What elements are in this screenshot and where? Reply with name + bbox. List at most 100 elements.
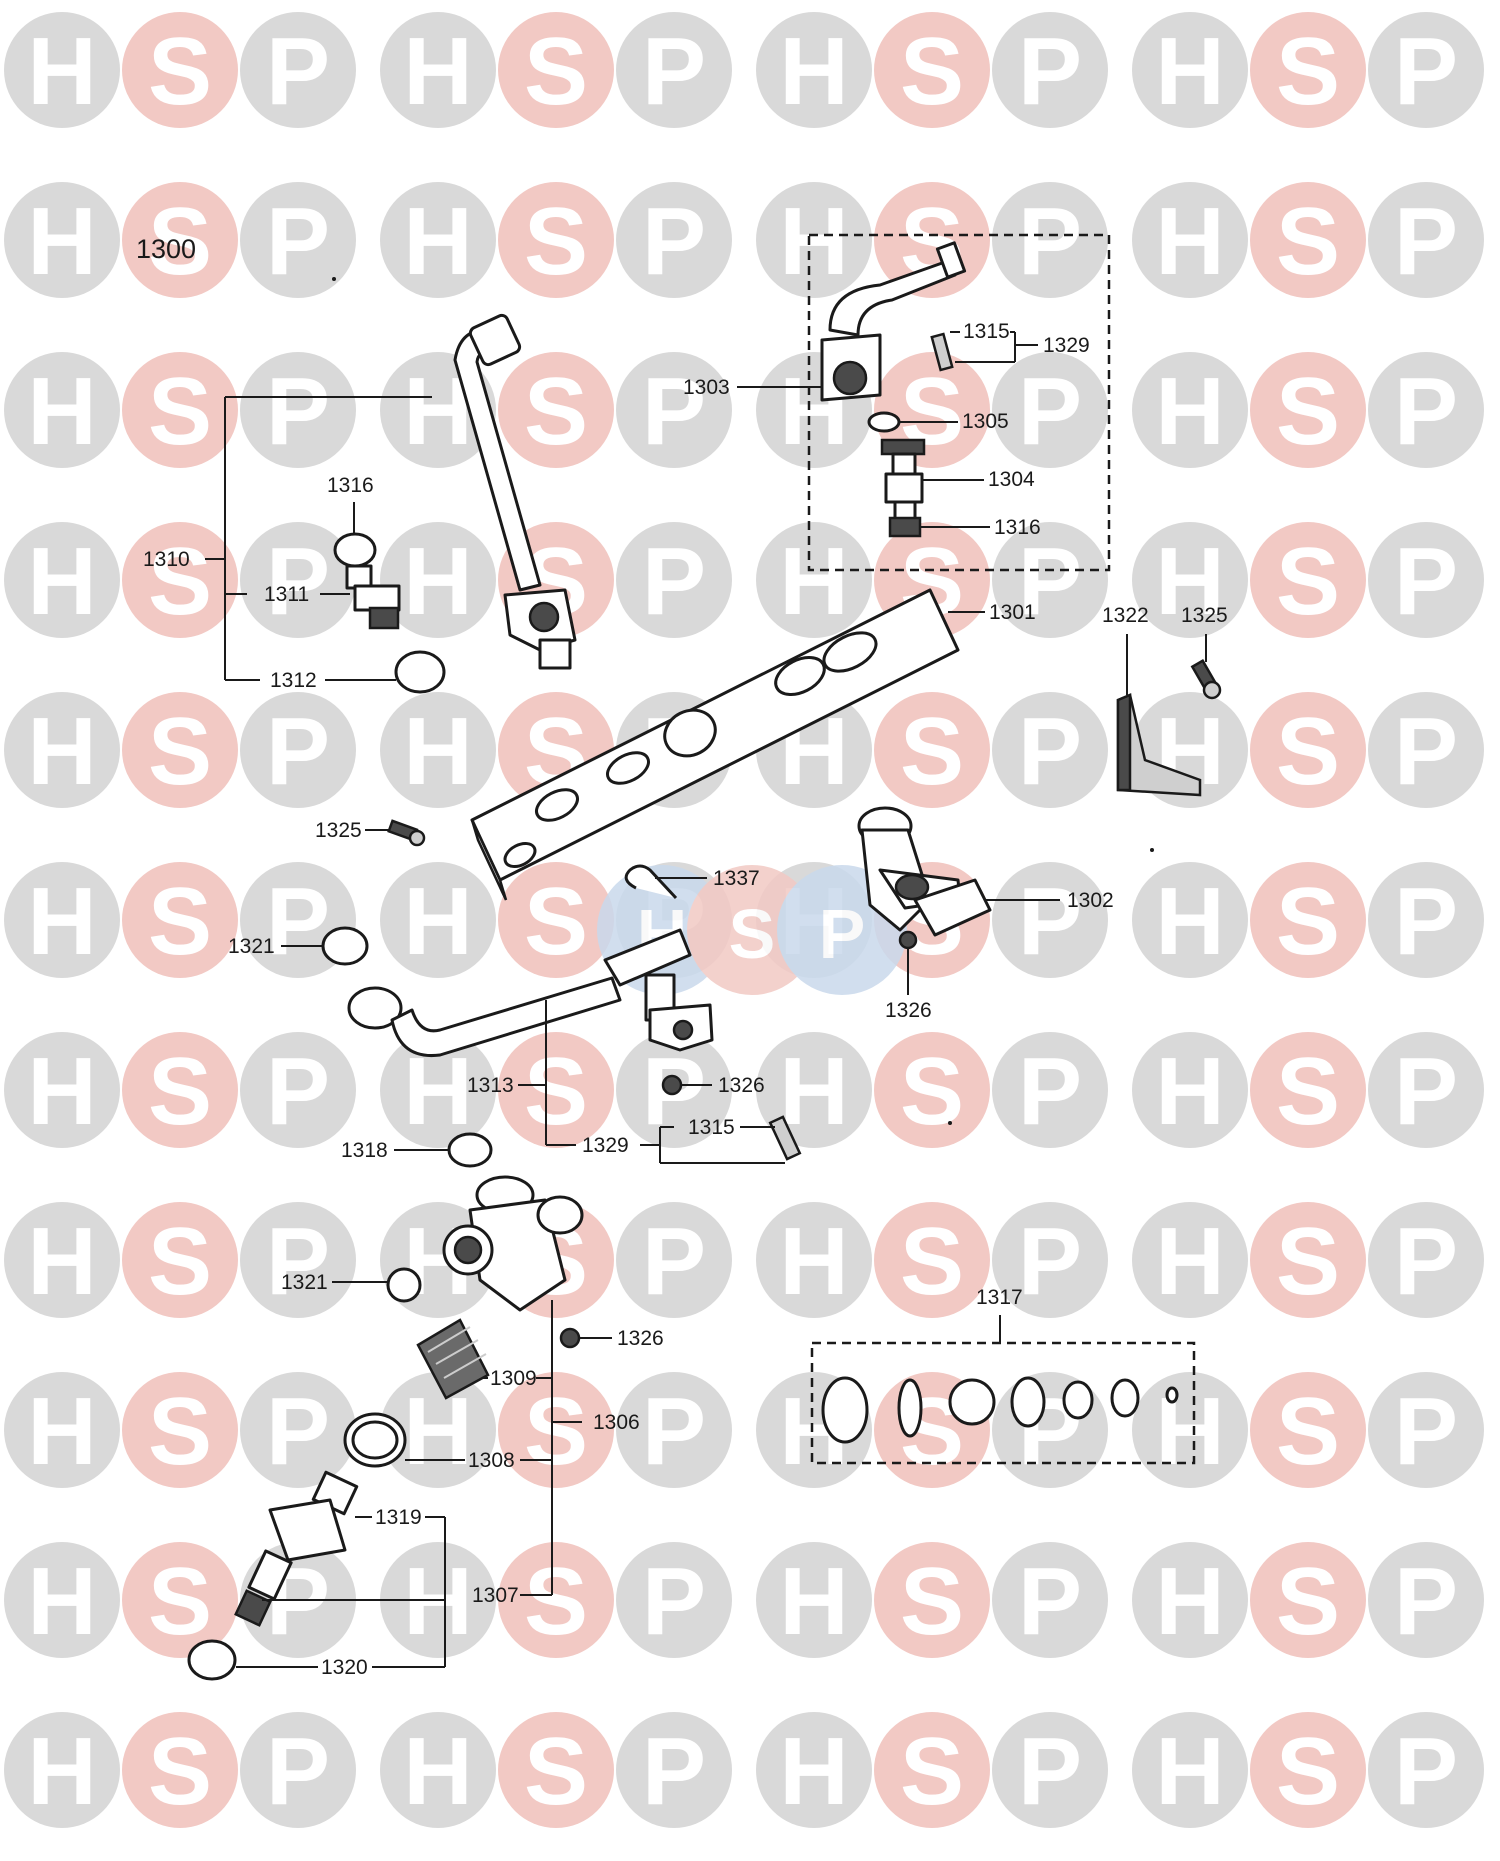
valve-insert-1304[interactable]: [880, 438, 926, 538]
watermark-letter: H: [403, 868, 472, 975]
callout-1318[interactable]: 1318: [341, 1139, 388, 1162]
callout-1304[interactable]: 1304: [988, 468, 1035, 491]
watermark-letter: H: [779, 1718, 848, 1825]
callout-1305[interactable]: 1305: [962, 410, 1009, 433]
watermark-circle: [4, 1712, 120, 1828]
pipe-1313[interactable]: [347, 928, 714, 1058]
callout-1321-bottom[interactable]: 1321: [281, 1271, 328, 1294]
callout-1321-top[interactable]: 1321: [228, 935, 275, 958]
watermark-circle: [4, 1202, 120, 1318]
callout-1306[interactable]: 1306: [593, 1411, 640, 1434]
callout-1329-mid[interactable]: 1329: [582, 1134, 629, 1157]
callout-1301[interactable]: 1301: [989, 601, 1036, 624]
screw-1326-b[interactable]: [661, 1074, 683, 1096]
watermark-letter: H: [1155, 868, 1224, 975]
callout-1326-a[interactable]: 1326: [885, 999, 932, 1022]
o-ring-1312[interactable]: [394, 650, 446, 694]
watermark-circle: [380, 692, 496, 808]
watermark-letter: H: [27, 188, 96, 295]
watermark-letter: S: [148, 698, 212, 805]
watermark-circle: [1132, 352, 1248, 468]
watermark-circle: [992, 1542, 1108, 1658]
callout-1315-mid[interactable]: 1315: [688, 1116, 735, 1139]
callout-1316-left[interactable]: 1316: [327, 474, 374, 497]
callout-1303[interactable]: 1303: [683, 376, 730, 399]
watermark-circle: [498, 352, 614, 468]
seal-1318[interactable]: [447, 1132, 493, 1168]
watermark-letter: H: [779, 188, 848, 295]
watermark-letter: H: [1155, 1208, 1224, 1315]
watermark-letter: S: [1276, 528, 1340, 635]
callout-1311[interactable]: 1311: [264, 583, 309, 606]
watermark-letter: P: [642, 1718, 706, 1825]
watermark-circle: [874, 12, 990, 128]
callout-1337[interactable]: 1337: [713, 867, 760, 890]
watermark-letter: S: [900, 18, 964, 125]
watermark-circle: [616, 1712, 732, 1828]
watermark-circle: [992, 862, 1108, 978]
watermark-letter: P: [266, 1208, 330, 1315]
watermark-circle: [1250, 522, 1366, 638]
watermark-letter: S: [1276, 358, 1340, 465]
fitting-1316-left[interactable]: [333, 532, 401, 630]
callout-1309[interactable]: 1309: [490, 1367, 537, 1390]
valve-cartridge-1319[interactable]: [234, 1470, 359, 1627]
o-ring-1321-top[interactable]: [321, 926, 369, 966]
o-ring-1320[interactable]: [187, 1639, 237, 1681]
callout-1302[interactable]: 1302: [1067, 889, 1114, 912]
callout-1312[interactable]: 1312: [270, 669, 317, 692]
watermark-letter: S: [524, 868, 588, 975]
callout-1326-c[interactable]: 1326: [617, 1327, 664, 1350]
callout-1315-top[interactable]: 1315: [963, 320, 1010, 343]
leader-lines: [205, 331, 1207, 1668]
watermark-circle: [4, 182, 120, 298]
watermark-circle: [380, 1032, 496, 1148]
screw-1326-c[interactable]: [559, 1327, 581, 1349]
callout-1308[interactable]: 1308: [468, 1449, 515, 1472]
watermark-letter: H: [27, 868, 96, 975]
screw-1325-right[interactable]: [1190, 659, 1222, 700]
callout-1319[interactable]: 1319: [375, 1506, 422, 1529]
bleed-screw-1315-mid[interactable]: [768, 1115, 802, 1161]
callout-1325-right[interactable]: 1325: [1181, 604, 1228, 627]
watermark-circle: [498, 862, 614, 978]
watermark-letter: P: [642, 1548, 706, 1655]
callout-1329-top[interactable]: 1329: [1043, 334, 1090, 357]
valve-body-1302[interactable]: [857, 806, 992, 937]
watermark-letter: H: [27, 1208, 96, 1315]
bleed-screw-1315-top[interactable]: [930, 332, 954, 372]
callout-1307[interactable]: 1307: [472, 1584, 519, 1607]
watermark-circle: [122, 1032, 238, 1148]
callout-1326-b[interactable]: 1326: [718, 1074, 765, 1097]
watermark-circle: [1250, 692, 1366, 808]
watermark-letter: H: [27, 1548, 96, 1655]
watermark-circle: [4, 1372, 120, 1488]
pipe-1310[interactable]: [453, 313, 577, 670]
watermark-letter: P: [642, 1378, 706, 1485]
clip-1337[interactable]: [624, 864, 678, 900]
watermark-letter: P: [1394, 1718, 1458, 1825]
callout-1310[interactable]: 1310: [143, 548, 190, 571]
watermark-circle: [498, 12, 614, 128]
watermark-circle: [4, 352, 120, 468]
elbow-valve-1303[interactable]: [820, 241, 967, 402]
o-ring-1305[interactable]: [867, 411, 901, 433]
callout-1325-left[interactable]: 1325: [315, 819, 362, 842]
callout-1317[interactable]: 1317: [976, 1286, 1023, 1309]
callout-1316-right[interactable]: 1316: [994, 516, 1041, 539]
o-ring-1321-bottom[interactable]: [386, 1267, 422, 1303]
watermark-letter: P: [642, 528, 706, 635]
callout-1322[interactable]: 1322: [1102, 604, 1149, 627]
watermark-circle: [380, 12, 496, 128]
watermark-circle: [1132, 1712, 1248, 1828]
callout-1313[interactable]: 1313: [467, 1074, 514, 1097]
screw-1326-a[interactable]: [898, 930, 918, 950]
bracket-1322[interactable]: [1116, 693, 1202, 797]
screw-1325-left[interactable]: [387, 819, 426, 847]
seal-kit-1317-rings[interactable]: [821, 1376, 1179, 1444]
callout-1320[interactable]: 1320: [321, 1656, 368, 1679]
valve-body-1306[interactable]: [442, 1175, 584, 1312]
mounting-bracket-1301[interactable]: [470, 588, 960, 901]
filter-1309[interactable]: [416, 1318, 490, 1400]
